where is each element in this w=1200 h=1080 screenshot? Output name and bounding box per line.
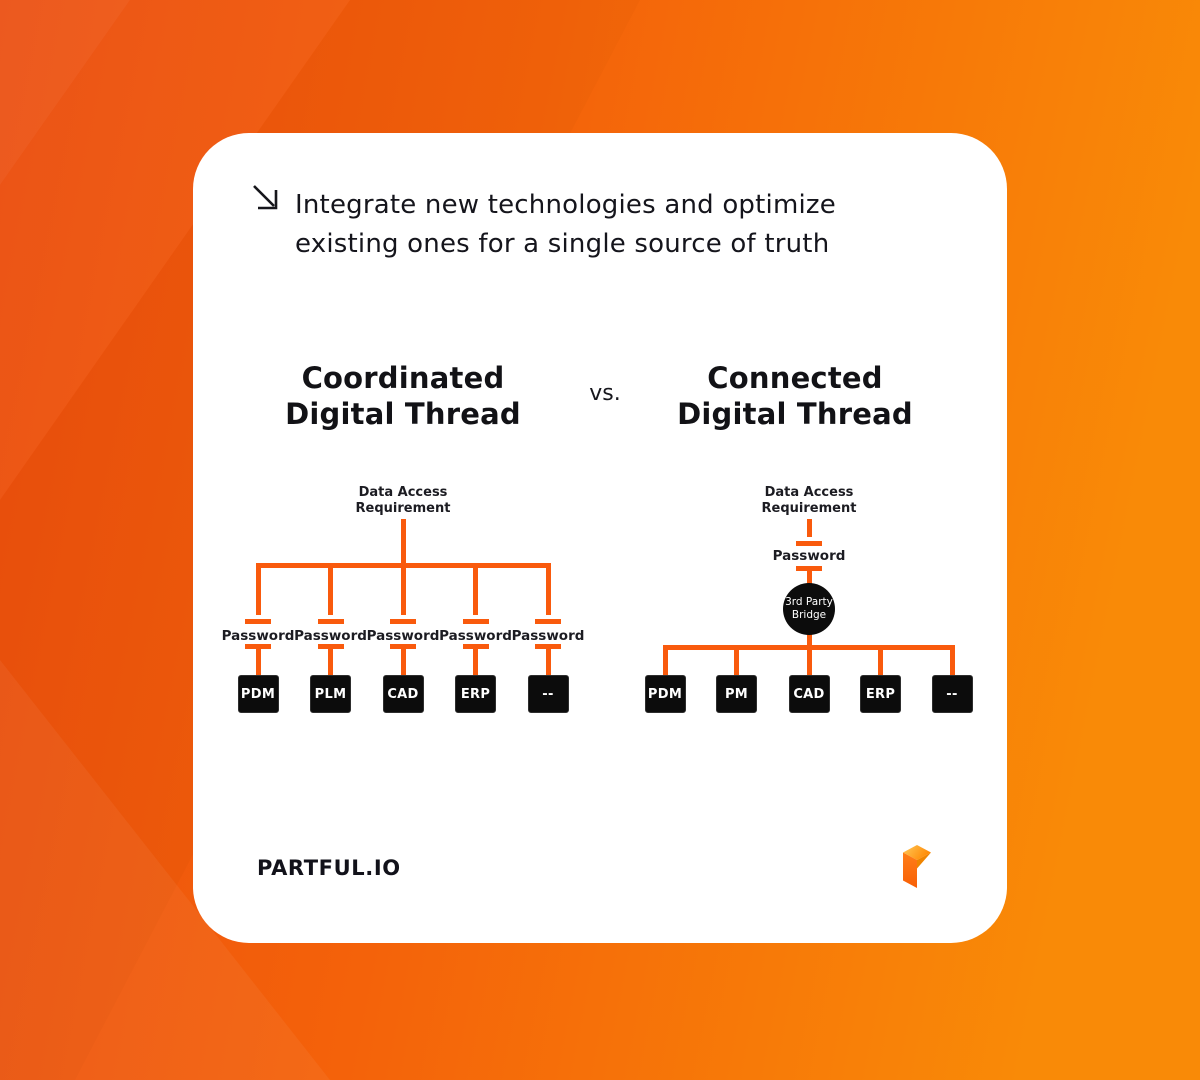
password-label: Password	[366, 628, 440, 644]
right-box-line-2	[734, 650, 739, 675]
left-lower-plate-2	[317, 644, 344, 649]
system-box-cad: CAD	[382, 675, 424, 713]
left-box-line-3	[400, 649, 406, 675]
password-label: Password	[439, 628, 512, 644]
third-party-bridge-node: 3rd Party Bridge	[783, 583, 835, 635]
system-box-pm: PM	[716, 675, 757, 713]
left-upper-plate-1	[245, 619, 271, 624]
system-box-pdm: PDM	[237, 675, 279, 713]
vs-label: vs.	[589, 381, 621, 406]
left-box-line-4	[473, 649, 478, 675]
arrow-down-right-icon	[253, 185, 278, 210]
page-title-line1: Integrate new technologies and optimize	[295, 190, 836, 220]
right-box-line-4	[878, 650, 883, 675]
left-box-line-2	[328, 649, 333, 675]
system-box-erp: ERP	[860, 675, 901, 713]
right-root-label: Data Access Requirement	[709, 485, 909, 517]
right-bridge-line-top	[806, 571, 812, 585]
system-box-pdm: PDM	[644, 675, 686, 713]
partful-cube-logo-icon	[903, 845, 931, 888]
content-card: Integrate new technologies and optimize …	[193, 133, 1007, 943]
password-label: Password	[772, 548, 846, 564]
bridge-label-line2: Bridge	[791, 609, 827, 621]
right-bridge-line-bottom	[806, 629, 812, 649]
right-box-line-5	[949, 650, 955, 675]
page-title-line2: existing ones for a single source of tru…	[295, 229, 830, 259]
coordinated-title: Coordinated Digital Thread	[253, 360, 553, 432]
left-drop-line-5	[545, 568, 551, 615]
password-label: Password	[221, 628, 295, 644]
right-upper-plate	[796, 541, 822, 546]
left-root-label-line1: Data Access	[358, 485, 448, 500]
right-lower-plate	[796, 566, 822, 571]
system-box-erp: ERP	[455, 675, 496, 713]
left-lower-plate-1	[245, 644, 271, 649]
left-lower-plate-4	[462, 644, 489, 649]
left-upper-plate-4	[462, 619, 489, 624]
left-root-label-line2: Requirement	[355, 501, 451, 516]
page-title: Integrate new technologies and optimize …	[295, 186, 836, 264]
left-box-line-1	[255, 649, 261, 675]
left-upper-plate-5	[535, 619, 561, 624]
left-branch-bar	[255, 563, 551, 568]
system-box-other: --	[931, 675, 973, 713]
right-box-line-1	[662, 650, 668, 675]
connected-title-line2: Digital Thread	[677, 397, 913, 431]
system-box-plm: PLM	[310, 675, 351, 713]
left-drop-line-1	[255, 568, 261, 615]
left-upper-plate-2	[317, 619, 344, 624]
left-lower-plate-3	[390, 644, 416, 649]
bridge-label-line1: 3rd Party	[785, 596, 833, 608]
left-lower-plate-5	[535, 644, 561, 649]
coordinated-title-line1: Coordinated	[301, 361, 505, 395]
system-box-other: --	[527, 675, 569, 713]
connected-title: Connected Digital Thread	[645, 360, 945, 432]
left-drop-line-2	[328, 568, 333, 615]
right-box-line-3	[806, 650, 812, 675]
system-box-cad: CAD	[788, 675, 830, 713]
left-box-line-5	[545, 649, 551, 675]
left-upper-plate-3	[390, 619, 416, 624]
coordinated-title-line2: Digital Thread	[285, 397, 521, 431]
left-trunk-line	[400, 519, 406, 570]
brand-name: PARTFUL.IO	[257, 856, 401, 880]
connected-title-line1: Connected	[707, 361, 883, 395]
password-label: Password	[294, 628, 367, 644]
left-drop-line-4	[473, 568, 478, 615]
right-root-label-line2: Requirement	[761, 501, 857, 516]
left-root-label: Data Access Requirement	[303, 485, 503, 517]
right-trunk-line	[806, 519, 812, 537]
left-drop-line-3	[400, 570, 406, 615]
right-root-label-line1: Data Access	[764, 485, 854, 500]
password-label: Password	[511, 628, 585, 644]
